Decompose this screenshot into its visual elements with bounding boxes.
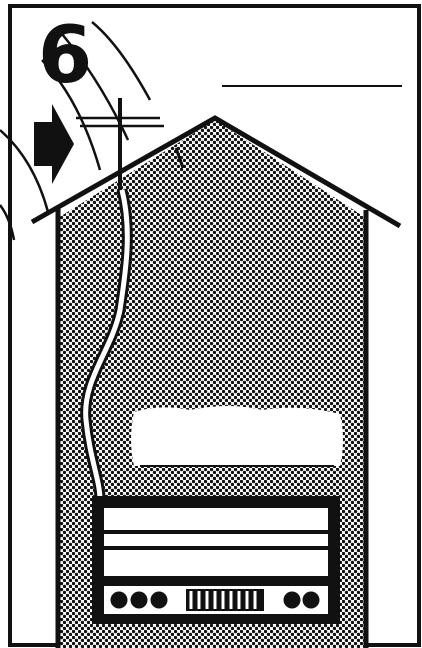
right-arrow-icon [34, 104, 74, 184]
step-number: 6 [38, 11, 92, 101]
antenna-icon [76, 98, 185, 190]
antenna-cable-icon [80, 188, 133, 501]
cloud-shape [131, 406, 343, 467]
radio-receiver-icon [92, 496, 340, 624]
